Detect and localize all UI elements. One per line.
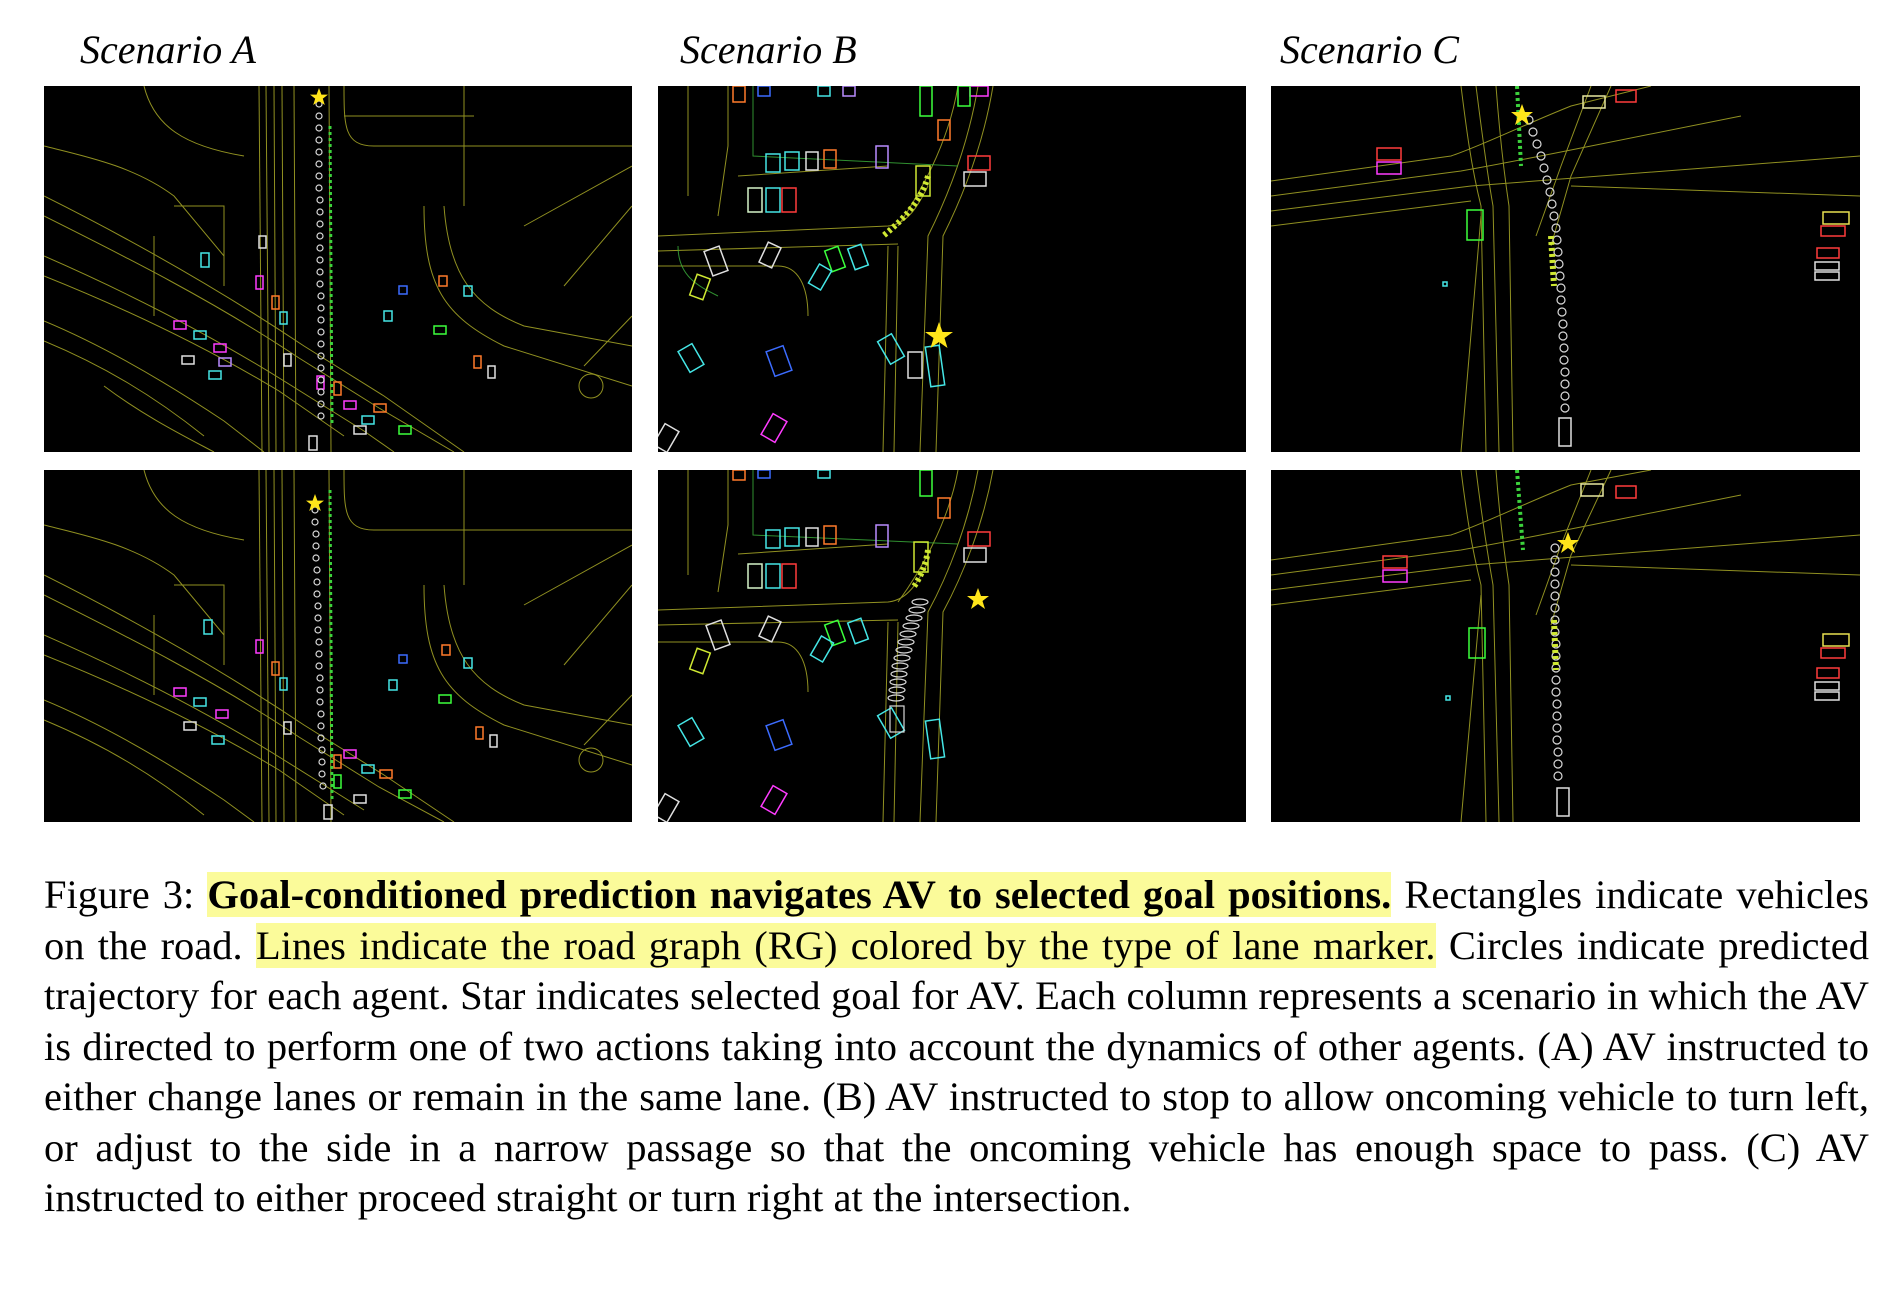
goal-star-icon bbox=[1511, 104, 1533, 125]
av-trajectory bbox=[887, 598, 929, 733]
scenario-c-map-bottom bbox=[1271, 470, 1860, 822]
oncoming-vehicle bbox=[915, 165, 931, 197]
road-graph bbox=[44, 470, 632, 822]
goal-star-icon bbox=[306, 494, 324, 511]
agent-trajectory bbox=[328, 125, 334, 427]
scenario-c-title: Scenario C bbox=[1280, 27, 1459, 72]
road-graph-green bbox=[752, 470, 959, 545]
scenario-a-panel-top bbox=[44, 86, 632, 452]
goal-star-icon bbox=[310, 88, 328, 105]
vehicles bbox=[173, 619, 498, 820]
vehicles bbox=[1382, 483, 1850, 817]
scenario-b-map-bottom bbox=[658, 470, 994, 822]
agent-trajectory-lime bbox=[1551, 619, 1559, 671]
agent-trajectory bbox=[881, 175, 931, 239]
scenario-b-title: Scenario B bbox=[680, 27, 857, 72]
road-graph bbox=[658, 86, 994, 452]
scenario-c-panel-top bbox=[1271, 86, 1860, 452]
agent-trajectory bbox=[1515, 470, 1525, 551]
vehicles bbox=[173, 235, 496, 451]
caption-label: Figure 3: bbox=[44, 872, 208, 917]
scenario-a-title: Scenario A bbox=[80, 27, 256, 72]
scenario-c-panel-bottom bbox=[1271, 470, 1860, 822]
scenario-a-panel-bottom bbox=[44, 470, 632, 822]
figure-caption: Figure 3: Goal-conditioned prediction na… bbox=[44, 870, 1869, 1224]
caption-title: Goal-conditioned prediction navigates AV… bbox=[207, 872, 1392, 917]
scenario-c-map-top bbox=[1271, 86, 1860, 452]
caption-sentence-1: Rectangles indicate vehicles on the road… bbox=[44, 872, 1870, 968]
road-graph bbox=[1271, 470, 1860, 822]
agent-trajectory bbox=[328, 489, 334, 801]
road-graph bbox=[658, 470, 994, 822]
oncoming-vehicle bbox=[913, 541, 929, 573]
road-graph bbox=[1271, 86, 1860, 452]
agent-trajectory bbox=[1515, 86, 1523, 167]
agent-trajectory-lime bbox=[1548, 235, 1557, 287]
scenario-a-map-bottom bbox=[44, 470, 632, 822]
av-trajectory bbox=[1550, 543, 1563, 781]
av-trajectory bbox=[311, 506, 327, 790]
goal-star-icon bbox=[967, 588, 989, 609]
scenario-b-map-top bbox=[658, 86, 994, 452]
road-graph-green bbox=[677, 86, 959, 297]
caption-sentence-2-highlighted: Lines indicate the road graph (RG) color… bbox=[255, 922, 1436, 968]
goal-star-icon bbox=[1557, 532, 1579, 553]
scenario-b-panel-top bbox=[658, 86, 1246, 452]
av-trajectory bbox=[315, 100, 325, 420]
caption-body: Circles indicate predicted trajectory fo… bbox=[44, 922, 1869, 1221]
av-trajectory bbox=[1524, 115, 1570, 413]
vehicles bbox=[658, 470, 991, 822]
agent-trajectory bbox=[910, 549, 931, 590]
scenario-a-map-top bbox=[44, 86, 632, 452]
scenario-b-panel-bottom bbox=[658, 470, 1246, 822]
vehicles bbox=[658, 86, 991, 452]
road-graph bbox=[44, 86, 632, 452]
goal-star-icon bbox=[925, 322, 953, 348]
vehicles bbox=[1376, 89, 1850, 447]
